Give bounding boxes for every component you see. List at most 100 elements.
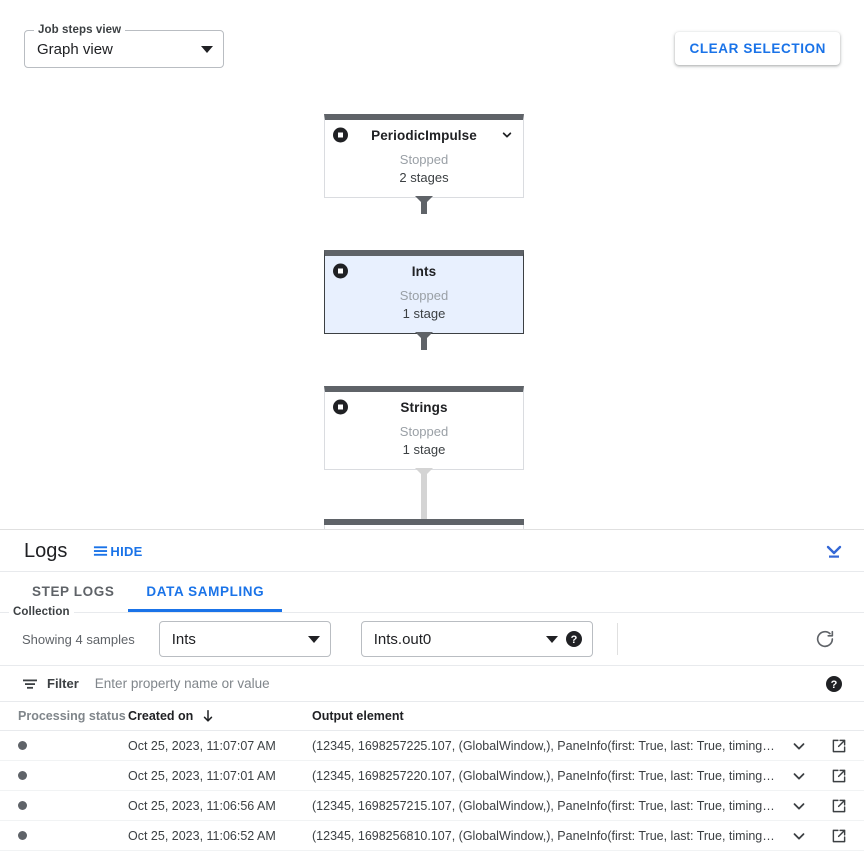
logs-pane: Logs HIDE — [0, 531, 864, 856]
output-element-cell: (12345, 1698257225.107, (GlobalWindow,),… — [312, 738, 775, 753]
open-in-new-button[interactable] — [830, 767, 848, 785]
output-element-cell: (12345, 1698256810.107, (GlobalWindow,),… — [312, 828, 775, 843]
samples-table: Processing status Created on Output elem… — [0, 702, 864, 851]
stop-icon — [333, 127, 348, 143]
node-status: Stopped — [399, 152, 449, 167]
node-header: PeriodicImpulse — [325, 120, 523, 150]
node-body: Stopped 2 stages — [325, 150, 523, 197]
status-dot-icon — [18, 801, 27, 810]
logs-header: Logs HIDE — [0, 531, 864, 572]
node-stages: 1 stage — [402, 442, 446, 457]
created-on-cell: Oct 25, 2023, 11:07:07 AM — [128, 738, 276, 753]
open-in-new-button[interactable] — [830, 827, 848, 845]
row-actions — [790, 797, 864, 815]
node-header: Strings — [325, 392, 523, 422]
processing-status-cell — [0, 831, 128, 840]
created-on-cell: Oct 25, 2023, 11:06:52 AM — [128, 828, 276, 843]
node-title: Strings — [400, 399, 448, 415]
tab-step-logs[interactable]: STEP LOGS — [18, 571, 128, 612]
created-on-cell: Oct 25, 2023, 11:07:01 AM — [128, 768, 276, 783]
tab-data-sampling[interactable]: DATA SAMPLING — [128, 571, 283, 612]
graph-edge-2 — [421, 332, 427, 350]
filter-label: Filter — [47, 676, 79, 691]
column-header-created-on[interactable]: Created on — [128, 709, 312, 723]
row-actions — [790, 827, 864, 845]
hide-logs-button[interactable]: HIDE — [93, 544, 142, 559]
node-title: PeriodicImpulse — [371, 127, 477, 143]
data-sampling-toolbar: Showing 4 samples Step Ints Collection I… — [0, 605, 864, 666]
node-stages: 2 stages — [399, 170, 449, 185]
status-dot-icon — [18, 831, 27, 840]
collection-select[interactable]: Collection Ints.out0 ? — [9, 605, 593, 657]
node-status: Stopped — [399, 424, 449, 439]
step-select[interactable]: Step Ints — [9, 605, 331, 657]
created-on-cell: Oct 25, 2023, 11:06:56 AM — [128, 798, 276, 813]
svg-text:?: ? — [570, 634, 577, 646]
list-icon — [93, 544, 108, 559]
node-header: Ints — [325, 256, 523, 286]
table-row[interactable]: Oct 25, 2023, 11:06:56 AM (12345, 169825… — [0, 791, 864, 821]
step-select-value: Ints — [171, 630, 196, 648]
processing-status-cell — [0, 741, 128, 750]
chevron-down-icon[interactable] — [499, 127, 515, 143]
collection-select-label: Collection — [9, 605, 74, 619]
node-body: Stopped 1 stage — [325, 286, 523, 333]
row-actions — [790, 737, 864, 755]
hide-logs-label: HIDE — [110, 543, 143, 559]
graph-node-ints[interactable]: Ints Stopped 1 stage — [324, 250, 524, 334]
sort-descending-arrow-icon — [201, 709, 215, 723]
expand-row-button[interactable] — [790, 797, 808, 815]
processing-status-cell — [0, 771, 128, 780]
job-graph-pane: Job steps view Graph view CLEAR SELECTIO… — [0, 23, 864, 530]
output-element-cell: (12345, 1698257215.107, (GlobalWindow,),… — [312, 798, 775, 813]
status-dot-icon — [18, 771, 27, 780]
logs-title: Logs — [24, 539, 68, 562]
filter-bar: Filter ? — [0, 666, 864, 702]
chevron-down-icon — [201, 45, 213, 53]
node-stages: 1 stage — [402, 306, 446, 321]
table-row[interactable]: Oct 25, 2023, 11:06:52 AM (12345, 169825… — [0, 821, 864, 851]
job-steps-view-label: Job steps view — [34, 23, 126, 37]
filter-list-icon — [22, 676, 38, 692]
chevron-down-bar-icon — [822, 539, 846, 563]
output-element-cell: (12345, 1698257220.107, (GlobalWindow,),… — [312, 768, 775, 783]
chevron-down-icon — [545, 635, 558, 643]
graph-edge-arrow-3 — [415, 468, 433, 477]
graph-node-strings[interactable]: Strings Stopped 1 stage — [324, 386, 524, 470]
open-in-new-button[interactable] — [830, 797, 848, 815]
graph-edge-3 — [421, 468, 427, 520]
graph-edge-1 — [421, 196, 427, 214]
open-in-new-button[interactable] — [830, 737, 848, 755]
stop-icon — [333, 263, 348, 279]
table-row[interactable]: Oct 25, 2023, 11:07:07 AM (12345, 169825… — [0, 731, 864, 761]
column-header-processing-status[interactable]: Processing status — [18, 709, 126, 723]
expand-row-button[interactable] — [790, 767, 808, 785]
toolbar-divider — [616, 623, 618, 655]
help-icon[interactable]: ? — [826, 675, 842, 692]
job-steps-view-select[interactable]: Job steps view Graph view — [24, 23, 224, 68]
help-icon[interactable]: ? — [565, 631, 582, 647]
node-status: Stopped — [399, 288, 449, 303]
refresh-icon — [814, 628, 836, 650]
graph-edge-arrow-1 — [415, 196, 433, 205]
collapse-panel-button[interactable] — [822, 539, 846, 563]
node-title: Ints — [411, 263, 437, 279]
graph-node-partial[interactable] — [324, 519, 524, 529]
refresh-button[interactable] — [814, 628, 836, 650]
graph-edge-arrow-2 — [415, 332, 433, 341]
collection-select-value: Ints.out0 — [373, 630, 432, 648]
filter-input[interactable] — [94, 676, 864, 691]
expand-row-button[interactable] — [790, 827, 808, 845]
status-dot-icon — [18, 741, 27, 750]
row-actions — [790, 767, 864, 785]
expand-row-button[interactable] — [790, 737, 808, 755]
table-row[interactable]: Oct 25, 2023, 11:07:01 AM (12345, 169825… — [0, 761, 864, 791]
job-steps-view-value: Graph view — [37, 40, 113, 58]
graph-node-periodicimpulse[interactable]: PeriodicImpulse Stopped 2 stages — [324, 114, 524, 198]
chevron-down-icon — [307, 635, 320, 643]
column-header-output-element[interactable]: Output element — [312, 709, 404, 723]
showing-samples-text: Showing 4 samples — [22, 631, 135, 647]
node-body: Stopped 1 stage — [325, 422, 523, 469]
clear-selection-button[interactable]: CLEAR SELECTION — [675, 32, 840, 65]
column-header-created-on-label: Created on — [128, 709, 194, 723]
